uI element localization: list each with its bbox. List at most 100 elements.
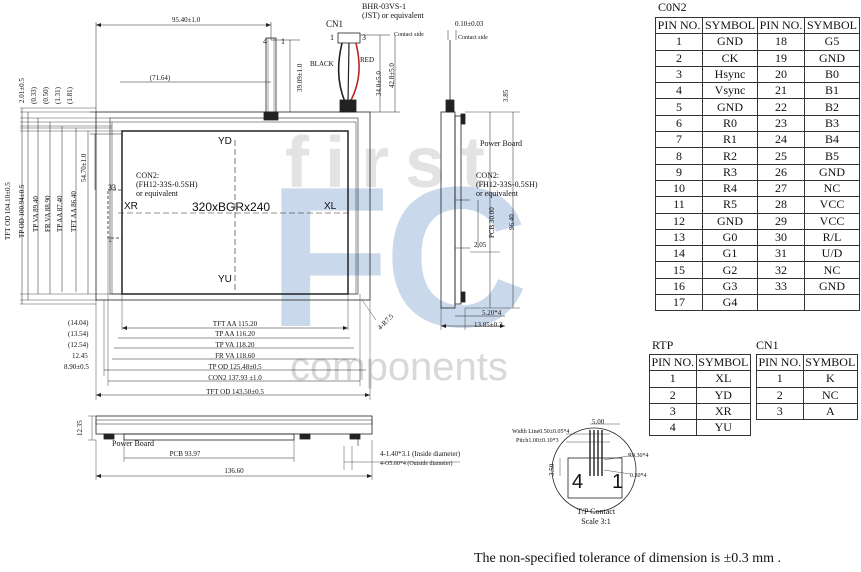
rtp-table-title: RTP xyxy=(652,338,674,352)
dim-42-8: 42.8±5.0 xyxy=(388,63,396,88)
tp-dim-030: 0.30*4 xyxy=(630,473,647,479)
side-dim-2-05: 2.05 xyxy=(474,241,487,249)
col-symbol: SYMBOL xyxy=(695,353,752,372)
pin-number-cell: 29 xyxy=(756,212,806,230)
pin-number-cell: 26 xyxy=(756,163,806,181)
pin-number-cell: 6 xyxy=(654,114,704,133)
pin-number-cell: 10 xyxy=(654,179,704,198)
hole-inside: 4-1.40*3.1 (Inside diameter) xyxy=(380,450,461,458)
tft-outline xyxy=(95,111,371,301)
side-power-board: Power Board xyxy=(480,139,522,148)
pin-symbol-cell: A xyxy=(802,402,859,421)
watermark-first: first xyxy=(285,123,502,203)
pin-symbol-cell: VCC xyxy=(804,196,860,214)
watermark-components: components xyxy=(290,345,508,389)
col-symbol: SYMBOL xyxy=(802,353,859,372)
pin-symbol-cell: R5 xyxy=(702,196,758,214)
pin-symbol-cell: Hsync xyxy=(702,65,758,84)
pin-symbol-cell: XR xyxy=(695,402,752,421)
dim-fr-va-118: FR VA 118.60 xyxy=(215,352,255,360)
pin-symbol-cell: U/D xyxy=(804,245,860,263)
side-dim-pcb-30: PCB 30.00 xyxy=(488,207,496,238)
tp-contact-scale: Scale 3:1 xyxy=(581,517,611,526)
dim-95-40: 95.40±1.0 xyxy=(171,16,201,24)
bottom-power-board: Power Board xyxy=(112,439,154,448)
dim-tp-va-118: TP VA 118.20 xyxy=(215,341,255,349)
pin-symbol-cell xyxy=(804,294,860,312)
tp-dim-r030: R0.30*4 xyxy=(628,453,649,459)
col-pin-no: PIN NO. xyxy=(649,353,697,372)
fpc-cable xyxy=(265,37,277,113)
pin-number-cell: 2 xyxy=(649,386,697,404)
pin-symbol-cell: B1 xyxy=(804,82,860,100)
watermark-logo: FC xyxy=(268,146,529,369)
cable-pin-left: 4 xyxy=(263,37,267,46)
bottom-dim-12-35: 12.35 xyxy=(76,420,84,436)
pin-number-cell: 7 xyxy=(654,131,704,149)
col-pin-no: PIN NO. xyxy=(756,16,806,35)
edge-label-top: YD xyxy=(218,136,232,147)
side-dim-5-20: 5.20*4 xyxy=(482,309,502,317)
pin-symbol-cell: VCC xyxy=(804,212,860,230)
pin-number-cell: 20 xyxy=(756,65,806,84)
dim-54-70: 54.70±1.0 xyxy=(80,153,88,182)
pin-symbol-cell: NC xyxy=(802,386,859,404)
pin-number-cell: 17 xyxy=(654,294,704,312)
pin-number-cell: 32 xyxy=(756,261,806,279)
tolerance-note: The non-specified tolerance of dimension… xyxy=(474,551,782,566)
pin-symbol-cell: G3 xyxy=(702,277,758,296)
pin-symbol-cell: R2 xyxy=(702,147,758,165)
dim-tp-va: TP VA 89.40 xyxy=(32,196,40,232)
wire-red: RED xyxy=(360,56,374,64)
pin-symbol-cell: R0 xyxy=(702,114,758,133)
pin-symbol-cell: GND xyxy=(804,163,860,181)
pin-symbol-cell: GND xyxy=(702,33,758,51)
dim-1-31: (1.31) xyxy=(54,87,62,104)
pin-number-cell: 5 xyxy=(654,98,704,116)
pin-number-cell: 1 xyxy=(649,370,697,388)
dim-tp-od-125: TP OD 125.48±0.5 xyxy=(208,363,262,371)
pin-symbol-cell: R4 xyxy=(702,179,758,198)
tp-dim-3-50: 3.50 xyxy=(548,463,556,476)
pin-symbol-cell: GND xyxy=(804,277,860,296)
dim-fr-va: FR VA 88.90 xyxy=(44,195,52,232)
dim-71-64: (71.64) xyxy=(149,74,171,82)
pin-number-cell: 24 xyxy=(756,131,806,149)
tp-contact-title: T/P Contact xyxy=(576,507,616,516)
pin-symbol-cell: Vsync xyxy=(702,82,758,100)
dim-left-14-04: (14.04) xyxy=(68,319,89,327)
pin-number-cell: 14 xyxy=(654,245,704,263)
pin-number-cell: 21 xyxy=(756,82,806,100)
pin-symbol-cell: G4 xyxy=(702,294,758,312)
tp-width-line: Width Line0.50±0.05*4 xyxy=(512,429,570,435)
pin-symbol-cell: GND xyxy=(702,212,758,230)
pin-number-cell: 25 xyxy=(756,147,806,165)
bottom-dim-136: 136.60 xyxy=(224,467,244,475)
edge-label-right: XL xyxy=(324,201,337,212)
pin-number-cell: 4 xyxy=(649,419,697,437)
pin-number-cell: 3 xyxy=(649,402,697,421)
col-pin-no: PIN NO. xyxy=(654,16,704,35)
col-pin-no: PIN NO. xyxy=(756,353,804,372)
pin-number-cell: 4 xyxy=(654,82,704,100)
cn1-equivalent: (JST) or equivalent xyxy=(362,11,424,20)
display-text: 320xBGRx240 xyxy=(192,200,271,214)
pin-number-cell: 11 xyxy=(654,196,704,214)
dim-34-0: 34.0±5.0 xyxy=(375,71,383,96)
col-symbol: SYMBOL xyxy=(702,16,758,35)
pin-number-cell: 18 xyxy=(756,33,806,51)
cable-pin-right: 1 xyxy=(281,37,285,46)
pin-symbol-cell: YU xyxy=(695,419,752,437)
side-contact-left: Contact side xyxy=(394,32,424,38)
cn1-table-title: CN1 xyxy=(756,338,779,352)
